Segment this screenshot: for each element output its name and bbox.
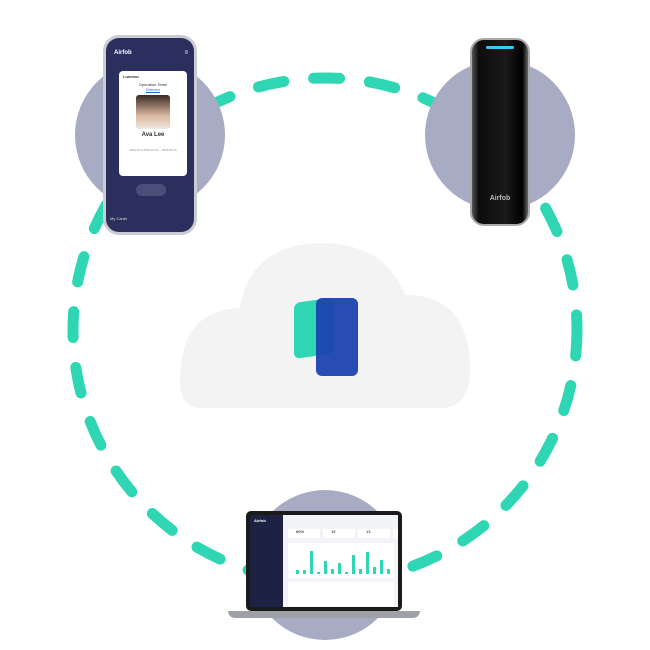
dashboard-table [288, 582, 394, 606]
phone-brand: Airfob [114, 50, 132, 56]
team: Operation Team [138, 82, 168, 87]
dashboard-sidebar [250, 515, 283, 607]
org-name: Luminor [123, 74, 139, 79]
stat: 13 [358, 529, 390, 538]
reader-brand: Airfob [489, 195, 511, 202]
smartphone: Airfob ≡ Luminor Operation Team Director… [103, 35, 197, 235]
valid-label: Valid Thru [129, 148, 143, 152]
role: Director [145, 87, 160, 92]
laptop-base [228, 611, 420, 618]
reader-led [486, 46, 514, 49]
user-name: Ava Lee [141, 132, 165, 138]
stats-row: 89% 19 13 3 [288, 529, 398, 538]
laptop: Airfob 89% 19 13 3 [246, 511, 402, 611]
stat: 19 [323, 529, 355, 538]
stat: 89% [288, 529, 320, 538]
cloud [180, 243, 470, 408]
dashboard-bar-chart [288, 543, 394, 578]
laptop-brand: Airfob [254, 518, 266, 523]
menu-icon[interactable]: ≡ [184, 50, 188, 56]
stat: 3 [393, 529, 398, 538]
access-card-reader: Airfob [470, 38, 530, 226]
access-card[interactable]: Luminor Operation Team Director Ava Lee … [119, 71, 187, 176]
valid-value: 2023.01.01 ~ 2025.01.01 [143, 148, 177, 152]
card-mode-toggle[interactable] [136, 184, 166, 196]
my-cards-label[interactable]: My Cards [110, 216, 128, 221]
profile-photo [136, 95, 170, 129]
